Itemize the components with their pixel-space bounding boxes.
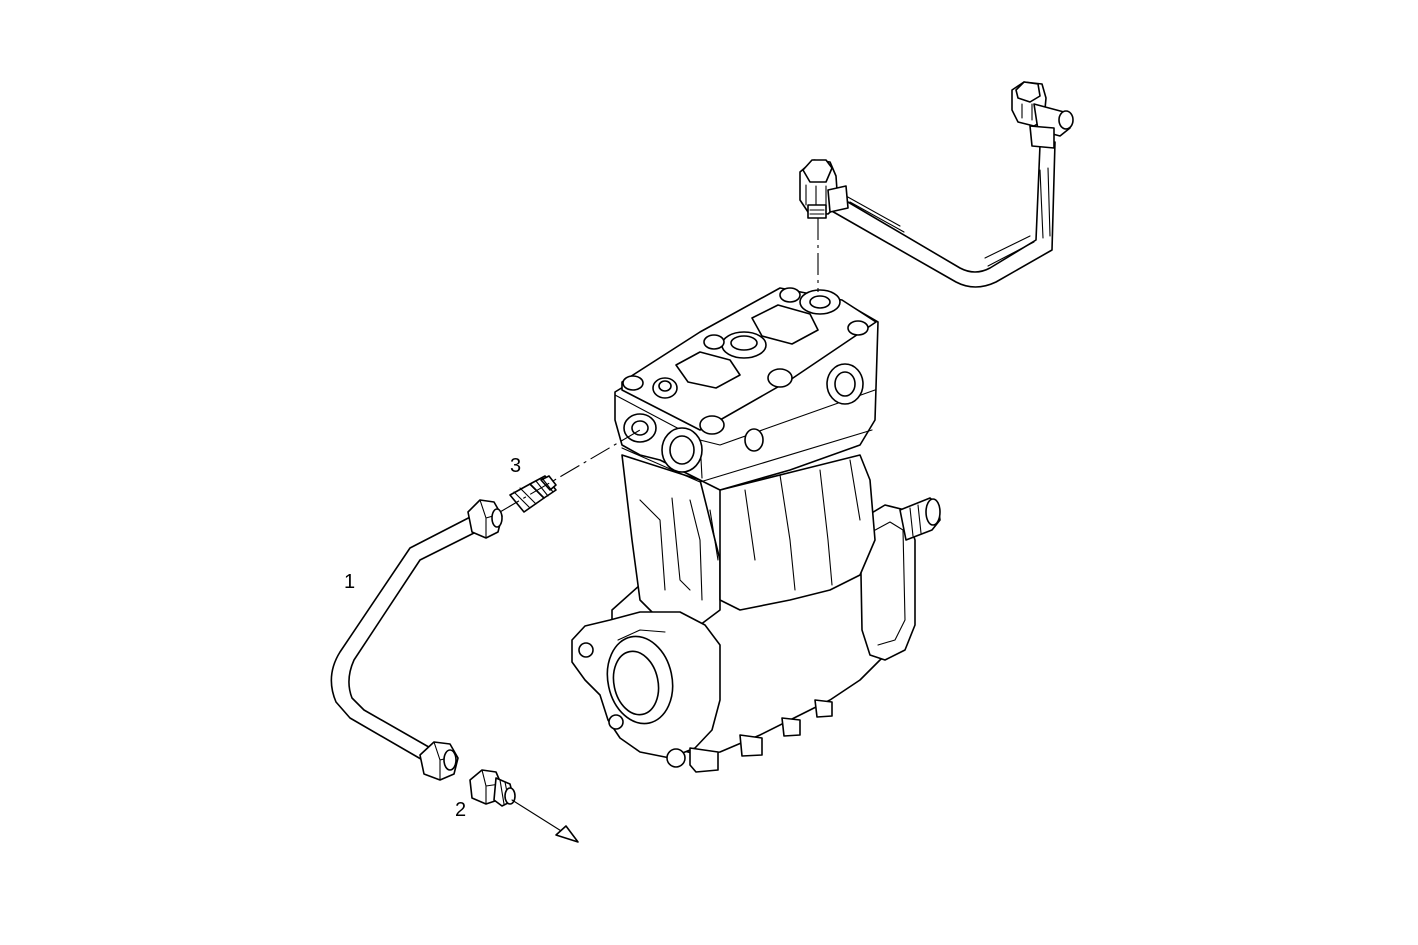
upper-hose-assembly [799,81,1074,292]
adapter-fitting [509,475,557,513]
callout-pipe-number: 1 [344,571,355,593]
adapter-centerline [499,429,641,513]
side-drive-stub [899,497,941,541]
bottom-bolt-bosses [689,699,833,773]
cylinder-right [719,454,876,611]
head-ports [623,289,864,473]
air-compressor [571,287,941,773]
valve-cover-caps [675,304,819,389]
union-fitting [469,769,516,807]
upper-hose-far-fitting [1011,81,1074,149]
pipe-lower-nut [419,741,459,781]
flow-direction-arrow [511,799,579,843]
upper-hose [835,144,1041,273]
pipe-upper-nut [467,499,503,539]
upper-hose-elbow-fitting [799,159,849,219]
pipe-tube [330,511,481,763]
callout-union-fitting-number: 2 [455,799,466,821]
pipe [330,499,503,781]
callout-adapter-fitting-number: 3 [510,455,521,477]
head-bolts [622,287,869,452]
mounting-flange [571,611,721,768]
